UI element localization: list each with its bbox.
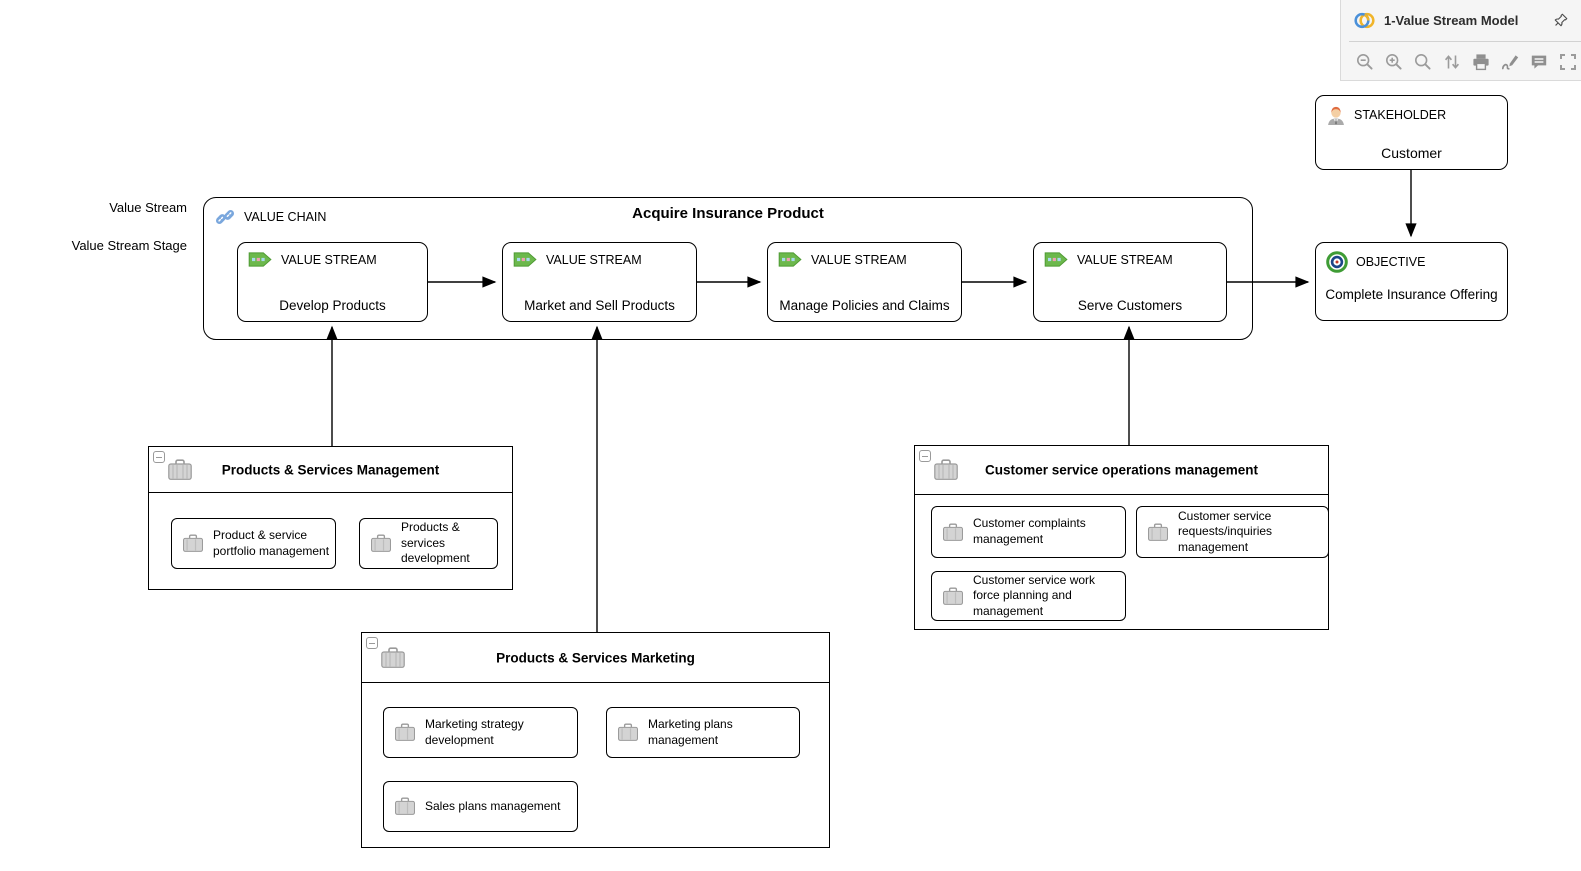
capability-box[interactable]: Product & service portfolio management [171,518,336,569]
briefcase-icon [183,534,203,552]
pin-icon [1554,13,1568,27]
zoom-in-button[interactable] [1383,51,1404,72]
capability-box[interactable]: Sales plans management [383,781,578,832]
panel-divider [1349,41,1581,42]
briefcase-icon [1148,523,1168,541]
value-stream-icon [778,252,802,267]
capability-group-products-services-management[interactable]: Products & Services Management Product &… [148,446,513,590]
value-stream-node-develop-products[interactable]: VALUE STREAM Develop Products [237,242,428,322]
stakeholder-type-label: STAKEHOLDER [1354,108,1447,122]
value-stream-icon [513,252,537,267]
zoom-out-button[interactable] [1354,51,1375,72]
fullscreen-icon [1559,53,1576,70]
capability-box[interactable]: Products & services development [359,518,498,569]
briefcase-icon [943,587,963,605]
value-stream-row-label: Value Stream [109,200,187,215]
objective-name: Complete Insurance Offering [1325,287,1498,303]
value-stream-name: Serve Customers [1077,298,1183,313]
briefcase-icon [943,523,963,541]
pin-button[interactable] [1552,12,1569,29]
capability-group-title: Customer service operations management [984,462,1259,478]
pen-icon [1501,54,1518,70]
capability-box[interactable]: Customer service requests/inquiries mana… [1136,506,1329,558]
capability-box[interactable]: Customer complaints management [931,506,1126,558]
value-chain-type-label: VALUE CHAIN [244,210,327,224]
fullscreen-button[interactable] [1557,51,1578,72]
briefcase-icon [618,723,638,741]
up-down-arrows-icon [1444,54,1459,69]
printer-icon [1472,53,1489,70]
comment-button[interactable] [1528,51,1549,72]
objective-node[interactable]: OBJECTIVE Complete Insurance Offering [1315,242,1508,321]
briefcase-icon [395,797,415,815]
collapse-toggle-icon[interactable] [366,637,378,649]
briefcase-icon [168,458,192,480]
stakeholder-name: Customer [1381,145,1442,161]
briefcase-icon [934,459,958,480]
capability-label: Marketing strategy development [425,716,524,747]
panel-toolbar [1341,42,1581,81]
value-chain-title: Acquire Insurance Product [632,205,824,222]
collapse-toggle-icon[interactable] [919,450,931,462]
sort-vertical-button[interactable] [1441,51,1462,72]
briefcase-icon [381,646,405,668]
zoom-reset-button[interactable] [1412,51,1433,72]
value-stream-node-serve-customers[interactable]: VALUE STREAM Serve Customers [1033,242,1227,322]
stakeholder-node[interactable]: STAKEHOLDER Customer [1315,95,1508,170]
capability-group-title: Products & Services Management [221,462,440,477]
comment-icon [1531,55,1546,69]
value-chain-type-row: VALUE CHAIN [214,206,326,228]
capability-box[interactable]: Customer service work force planning and… [931,571,1126,621]
edit-button[interactable] [1499,51,1520,72]
magnifier-icon [1414,53,1431,70]
value-stream-node-manage-policies[interactable]: VALUE STREAM Manage Policies and Claims [767,242,962,322]
capability-label: Product & service portfolio management [213,527,330,558]
capability-group-title: Products & Services Marketing [496,650,695,665]
capability-label: Marketing plans management [648,716,733,747]
capability-label: Customer service requests/inquiries mana… [1178,508,1273,554]
print-button[interactable] [1470,51,1491,72]
model-logo-icon [1354,12,1375,29]
capability-group-customer-service-operations[interactable]: Customer service operations management C… [914,445,1329,630]
capability-label: Products & services development [401,520,470,566]
capability-group-products-services-marketing[interactable]: Products & Services Marketing Marketing … [361,632,830,848]
capability-label: Customer complaints management [973,516,1086,546]
objective-type-label: OBJECTIVE [1356,255,1426,269]
value-stream-icon [1044,252,1068,267]
value-stream-type-label: VALUE STREAM [811,252,907,267]
value-chain-container[interactable]: VALUE CHAIN Acquire Insurance Product [203,197,1253,340]
value-stream-type-label: VALUE STREAM [546,252,642,267]
value-stream-stage-row-label: Value Stream Stage [71,238,187,253]
value-stream-name: Develop Products [279,298,386,313]
briefcase-icon [395,723,415,741]
value-stream-type-label: VALUE STREAM [281,252,377,267]
capability-box[interactable]: Marketing plans management [606,707,800,758]
stakeholder-person-icon [1328,106,1344,125]
chain-link-icon [215,210,235,224]
briefcase-icon [371,534,391,552]
collapse-toggle-icon[interactable] [153,451,165,463]
panel-title: 1-Value Stream Model [1384,13,1519,28]
capability-label: Sales plans management [425,798,561,813]
value-stream-icon [248,252,272,267]
value-stream-name: Manage Policies and Claims [779,298,950,313]
value-stream-name: Market and Sell Products [524,298,675,313]
capability-label: Customer service work force planning and… [973,572,1096,618]
model-viewer-panel: 1-Value Stream Model [1340,0,1581,81]
zoom-out-icon [1356,53,1373,70]
value-stream-type-label: VALUE STREAM [1077,252,1173,267]
value-stream-node-market-sell[interactable]: VALUE STREAM Market and Sell Products [502,242,697,322]
zoom-in-icon [1385,53,1402,70]
objective-target-icon [1326,251,1348,273]
capability-box[interactable]: Marketing strategy development [383,707,578,758]
